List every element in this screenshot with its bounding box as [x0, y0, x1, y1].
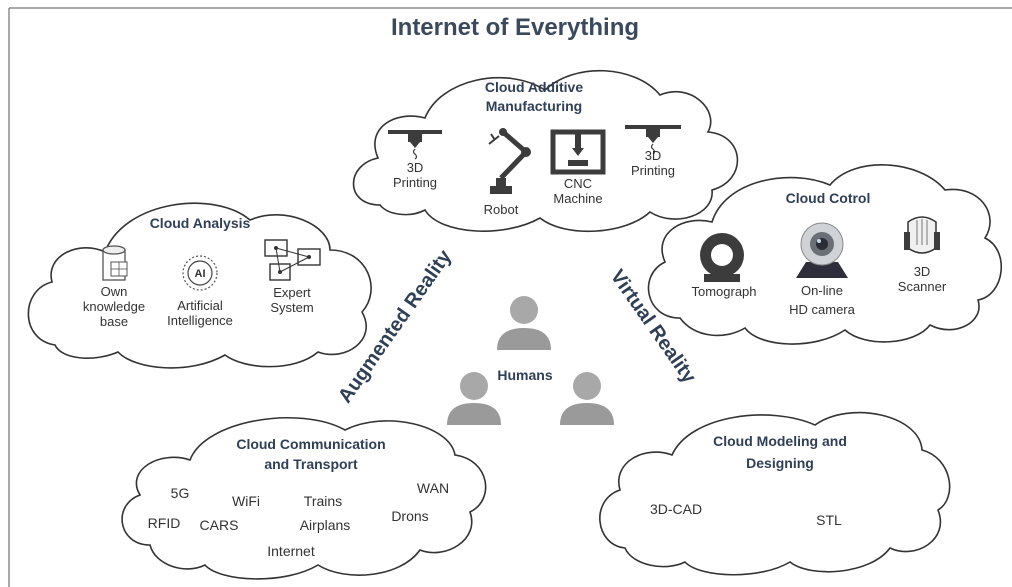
item-wifi: WiFi — [232, 493, 260, 509]
3d-printer-icon — [625, 125, 681, 155]
kb-line1: Own — [101, 284, 128, 299]
tomograph-label: Tomograph — [691, 284, 756, 299]
analysis-title: Cloud Analysis — [150, 215, 251, 231]
ai-chip-icon: AI — [182, 255, 218, 291]
item-rfid: RFID — [148, 515, 181, 531]
print-right-line2: Printing — [631, 163, 675, 178]
robot-arm-icon — [488, 128, 531, 194]
cloud-shape — [352, 69, 739, 233]
cnc-line1: CNC — [564, 176, 592, 191]
ai-line2: Intelligence — [167, 313, 233, 328]
camera-line2: HD camera — [789, 302, 856, 317]
item-5g: 5G — [171, 485, 190, 501]
comm-title-2: and Transport — [264, 456, 358, 472]
print-left-line1: 3D — [407, 160, 424, 175]
item-drons: Drons — [391, 508, 428, 524]
robot-label: Robot — [484, 202, 519, 217]
database-icon — [102, 245, 128, 281]
modeling-title-2: Designing — [746, 455, 814, 471]
item-internet: Internet — [267, 543, 315, 559]
cloud-shape — [121, 417, 487, 580]
3d-scanner-icon — [904, 216, 940, 254]
person-icon — [447, 372, 501, 425]
person-icon — [560, 372, 614, 425]
humans-group: Humans — [447, 296, 614, 425]
scanner-line2: Scanner — [898, 279, 947, 294]
cloud-modeling-designing: Cloud Modeling and Designing 3D-CAD STL — [599, 411, 951, 576]
kb-line3: base — [100, 314, 128, 329]
cnc-line2: Machine — [553, 191, 602, 206]
main-title: Internet of Everything — [391, 14, 639, 41]
ai-line1: Artificial — [177, 298, 223, 313]
modeling-title-1: Cloud Modeling and — [713, 433, 847, 449]
cloud-additive-manufacturing: Cloud Additive Manufacturing 3D Printing… — [352, 69, 739, 233]
expert-system-icon — [264, 239, 321, 281]
comm-title-1: Cloud Communication — [236, 436, 385, 452]
es-line1: Expert — [273, 285, 311, 300]
item-stl: STL — [816, 512, 842, 528]
cloud-control: Cloud Cotrol Tomograph On-line HD camera… — [647, 164, 1003, 345]
print-right-line1: 3D — [645, 148, 662, 163]
cloud-communication-transport: Cloud Communication and Transport 5G WiF… — [121, 417, 487, 580]
scanner-line1: 3D — [914, 264, 931, 279]
cloud-analysis: Cloud Analysis Own knowledge base AI Art… — [27, 202, 372, 369]
item-trains: Trains — [304, 493, 342, 509]
item-wan: WAN — [417, 480, 449, 496]
item-cars: CARS — [200, 517, 239, 533]
kb-line2: knowledge — [83, 299, 145, 314]
additive-title-1: Cloud Additive — [485, 79, 583, 95]
person-icon — [497, 296, 551, 350]
print-left-line2: Printing — [393, 175, 437, 190]
control-title: Cloud Cotrol — [786, 190, 871, 206]
tomograph-icon — [700, 233, 744, 282]
ai-badge: AI — [195, 268, 206, 280]
webcam-icon — [796, 222, 848, 278]
humans-label: Humans — [497, 367, 552, 383]
cnc-machine-icon — [550, 129, 606, 175]
3d-printer-icon — [388, 130, 442, 160]
item-3d-cad: 3D-CAD — [650, 501, 702, 517]
additive-title-2: Manufacturing — [486, 98, 582, 114]
camera-line1: On-line — [801, 283, 843, 298]
cloud-shape — [599, 411, 951, 576]
es-line2: System — [270, 300, 313, 315]
item-airplans: Airplans — [300, 517, 351, 533]
